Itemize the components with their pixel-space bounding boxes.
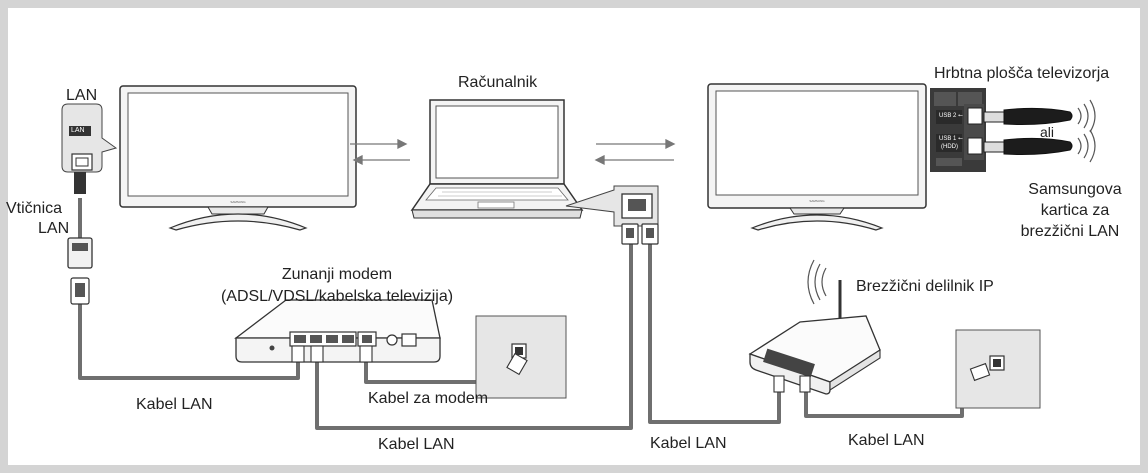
tv-right: SAMSUNG [707, 83, 927, 231]
wifi-signal-top [1077, 99, 1096, 133]
label-samsung-line3: brezžični LAN [1020, 223, 1120, 240]
wireless-ip-sharer [748, 259, 881, 395]
label-wireless-ip-sharer: Brezžični delilnik IP [856, 278, 994, 295]
label-ali: ali [1040, 124, 1055, 140]
label-kabel-lan-bottom: Kabel LAN [378, 436, 455, 453]
label-tv-back-panel: Hrbtna plošča televizorja [934, 65, 1110, 82]
wall-socket-router [955, 329, 1041, 409]
lan-wall-plug [67, 237, 93, 305]
laptop-port-callout [565, 185, 659, 245]
svg-text:SAMSUNG: SAMSUNG [809, 199, 825, 203]
label-vticnica-lan: LAN [38, 220, 70, 237]
label-kabel-lan-router: Kabel LAN [650, 435, 727, 452]
label-port-usb1-hdd: (HDD) [941, 144, 958, 150]
label-samsung-line1: Samsungova [1028, 181, 1122, 198]
label-vticnica: Vtičnica [6, 200, 63, 217]
label-kabel-lan-left: Kabel LAN [136, 396, 213, 413]
label-kabel-lan-right: Kabel LAN [848, 432, 925, 449]
tv-left: SAMSUNG [119, 85, 357, 231]
usb-dongle-bottom [983, 137, 1073, 155]
cable-wallplug-to-modem [78, 304, 300, 380]
lan-callout [61, 103, 118, 194]
label-modem-line1: Zunanji modem [281, 266, 393, 283]
arrows-left [350, 138, 410, 166]
label-modem-line2: (ADSL/VDSL/kabelska televizija) [220, 288, 454, 305]
label-port-usb1: USB 1 ⭠ [939, 136, 963, 142]
laptop [410, 99, 584, 219]
label-lan-tag: LAN [71, 127, 85, 134]
label-port-usb2: USB 2 ⭠ [939, 113, 963, 119]
tv-back-panel [930, 88, 986, 172]
wifi-signal-bottom [1077, 129, 1096, 163]
cable-modem-to-pc [315, 238, 633, 430]
svg-text:SAMSUNG: SAMSUNG [230, 200, 246, 204]
usb-dongle-top [983, 107, 1073, 125]
label-kabel-za-modem: Kabel za modem [368, 390, 489, 407]
arrows-right [594, 138, 676, 166]
cable-router-to-pc [648, 238, 781, 424]
external-modem [234, 299, 441, 363]
label-racunalnik: Računalnik [458, 74, 538, 91]
wall-socket-modem [475, 315, 567, 399]
label-samsung-line2: kartica za [1040, 202, 1110, 219]
label-lan: LAN [66, 87, 98, 104]
